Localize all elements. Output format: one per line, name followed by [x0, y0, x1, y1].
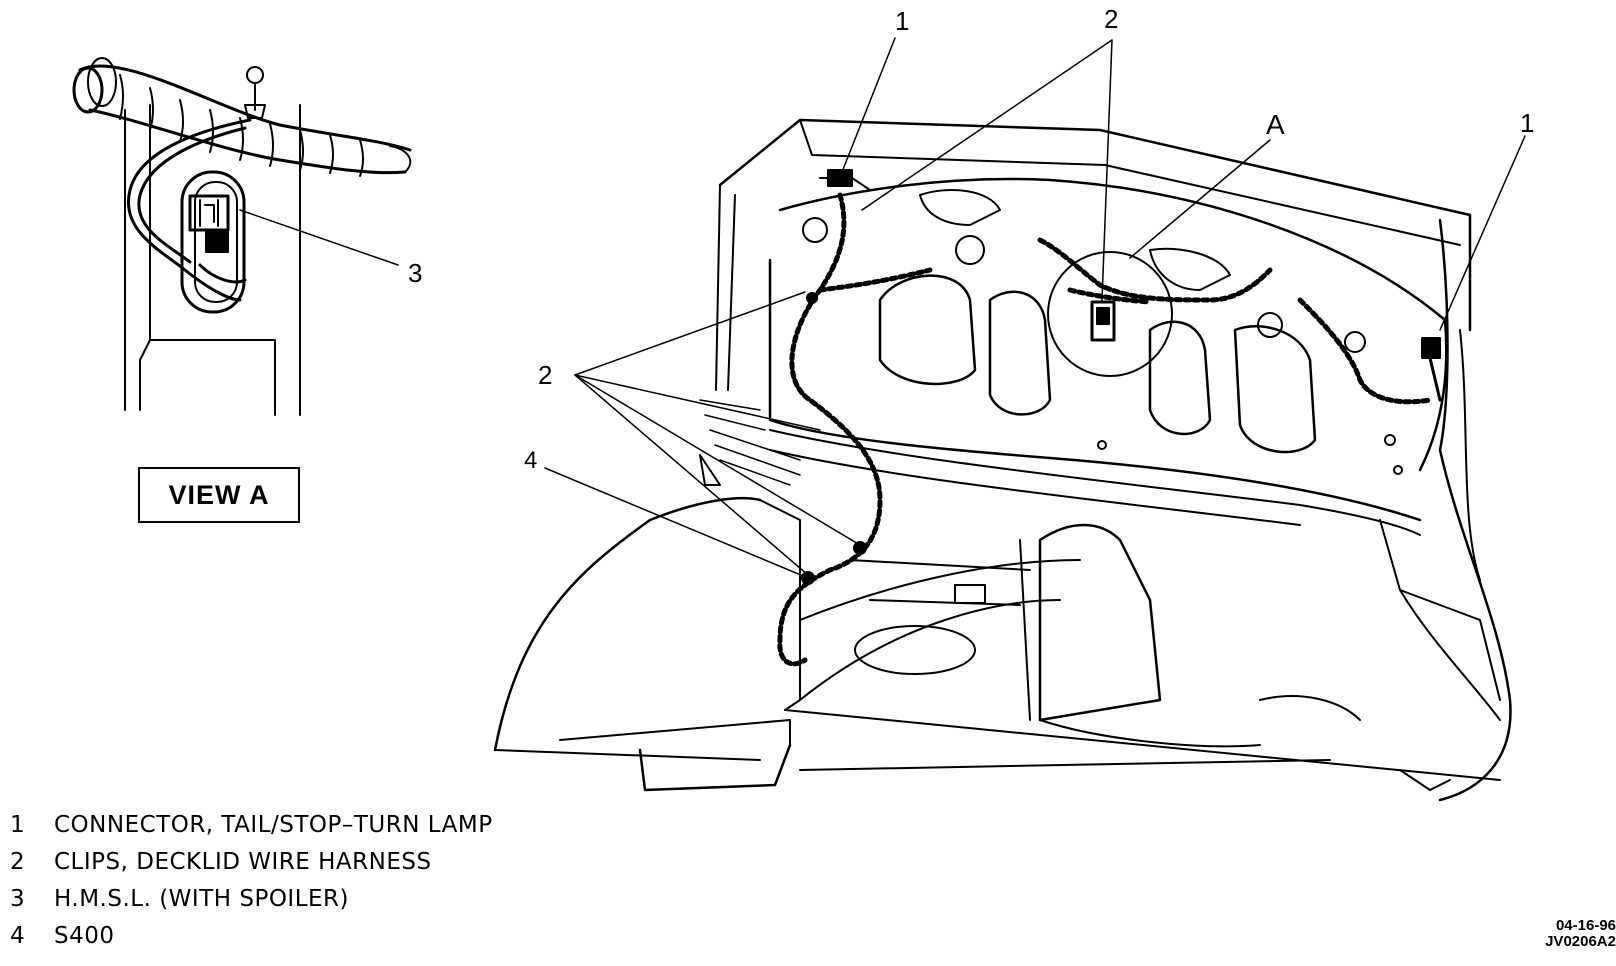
legend-text: CLIPS, DECKLID WIRE HARNESS [54, 848, 432, 875]
decklid-assembly [699, 118, 1472, 536]
legend-number: 3 [10, 885, 26, 912]
decklid-wire-harness [777, 192, 1433, 667]
trunk-body [493, 218, 1512, 802]
callout-2-top: 2 [1104, 4, 1119, 34]
wire-loom-tube [72, 57, 412, 177]
harness-clip-2 [853, 541, 867, 555]
legend-item: 4 S400 [10, 917, 610, 954]
callout-4: 4 [524, 447, 538, 474]
tail-lamp-connector-left [819, 169, 871, 191]
callout-1-right: 1 [1520, 108, 1535, 138]
harness-clip-1 [806, 292, 818, 304]
legend-item: 3 H.M.S.L. (WITH SPOILER) [10, 880, 610, 917]
legend-text: CONNECTOR, TAIL/STOP–TURN LAMP [54, 811, 493, 838]
legend-item: 1 CONNECTOR, TAIL/STOP–TURN LAMP [10, 806, 610, 843]
legend-text: H.M.S.L. (WITH SPOILER) [54, 885, 350, 912]
view-a-detail-circle [1047, 251, 1173, 377]
reference-figure-id: JV0206A2 [1545, 933, 1616, 950]
callout-1-left: 1 [895, 6, 910, 36]
hmsl-lamp [180, 170, 247, 314]
legend-number: 1 [10, 811, 26, 838]
legend-number: 4 [10, 922, 26, 949]
view-a-label: VIEW A [138, 467, 300, 523]
legend: 1 CONNECTOR, TAIL/STOP–TURN LAMP 2 CLIPS… [10, 806, 610, 954]
reference-date: 04-16-96 [1555, 917, 1616, 934]
callout-a: A [1266, 109, 1285, 140]
leader-3 [239, 209, 399, 266]
legend-number: 2 [10, 848, 26, 875]
legend-text: S400 [54, 922, 115, 949]
tail-lamp-connector-right [1421, 337, 1442, 402]
callout-2-left: 2 [538, 360, 553, 390]
callout-leaders [544, 37, 1526, 579]
view-a-inset [72, 57, 412, 416]
reference-code: 04-16-96 JV0206A2 [1545, 918, 1616, 950]
callout-3-view-a: 3 [408, 258, 423, 288]
legend-item: 2 CLIPS, DECKLID WIRE HARNESS [10, 843, 610, 880]
